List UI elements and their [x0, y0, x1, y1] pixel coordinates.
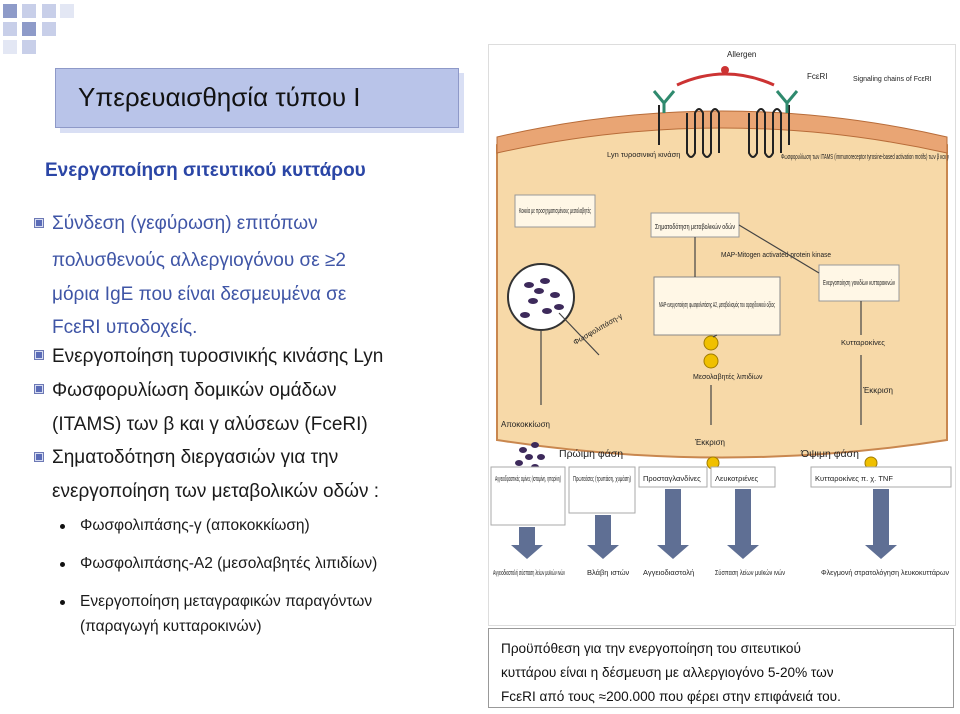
bullet-3-line-1: Φωσφορυλίωση δομικών ομάδων — [52, 380, 337, 401]
receptor-group — [658, 105, 790, 158]
sub-bullet-dot — [60, 524, 65, 529]
label-signal: Σηματοδότηση μεταβολικών οδών — [655, 222, 735, 231]
label-fceri: FcεRI — [807, 72, 827, 81]
sub-bullet-1: Φωσφολιπάσης-γ (αποκοκκίωση) — [80, 517, 310, 534]
sub-bullet-dot — [60, 562, 65, 567]
label-lyn: Lyn τυροσινική κινάση — [607, 150, 680, 159]
signal-box — [650, 212, 740, 238]
lipid-dot — [703, 353, 719, 369]
granules — [520, 278, 564, 318]
label-col1: Αγγειοδραστικές αμίνες (ισταμίνη, ηπαρίν… — [495, 474, 561, 483]
bullet-4-line-2: ενεργοποίηση των μεταβολικών οδών : — [52, 481, 380, 502]
corner-decoration — [3, 4, 74, 54]
label-eff5: Φλεγμονή στρατολόγηση λευκοκυττάρων — [821, 568, 949, 577]
bullet-3-line-2: (ITAMS) των β και γ αλύσεων (FceRI) — [52, 414, 368, 435]
label-release1: Έκκριση — [694, 438, 725, 447]
bullet-1-line-1: Σύνδεση (γεφύρωση) επιτόπων — [52, 213, 318, 234]
label-degran: Αποκοκκίωση — [501, 420, 550, 429]
label-early: Πρώιμη φάση — [559, 448, 623, 460]
label-col4: Λευκοτριένες — [715, 474, 759, 483]
bullet-2-line-1: Ενεργοποίηση τυροσινικής κινάσης Lyn — [52, 346, 384, 367]
slide-subtitle: Ενεργοποίηση σιτευτικού κυττάρου — [45, 160, 366, 181]
label-cytokines: Κυτταροκίνες — [841, 338, 885, 347]
map-box — [653, 276, 781, 336]
bullet-1-line-2: πολυσθενούς αλλεργιογόνου σε ≥2 — [52, 250, 346, 271]
label-granules: Κοκκία με προσχηματισμένους μεσολαβητές — [519, 207, 591, 215]
label-lipids: Μεσολαβητές λιπιδίων — [693, 373, 763, 381]
label-eff2: Βλάβη ιστών — [587, 568, 630, 577]
caption-line-1: Προϋπόθεση για την ενεργοποίηση του σιτε… — [501, 641, 801, 656]
label-allergen: Allergen — [727, 50, 756, 59]
genes-box — [818, 264, 900, 302]
slide-title: Υπερευαισθησία τύπου Ι — [78, 82, 361, 112]
granules-box — [514, 194, 596, 228]
bullet-1-line-3: μόρια IgE που είναι δεσμευμένα σε — [52, 284, 347, 305]
bullet-marker — [34, 384, 44, 394]
label-signaling: Signaling chains of FcεRI — [853, 76, 932, 83]
label-late: Όψιμη φάση — [800, 448, 859, 460]
label-mapbox: MAP-ενεργοποίηση φωσφολιπάσης Α2, μεταβο… — [659, 300, 775, 309]
allergen-complex — [652, 66, 799, 113]
label-map: MAP-Mitogen activated protein kinase — [721, 252, 831, 259]
label-eff1: Αγγειοδιαστολή σύσπαση λείων μυϊκών ινών — [493, 568, 565, 577]
cell-membrane — [496, 110, 948, 154]
bullet-4-line-1: Σηματοδότηση διεργασιών για την — [52, 447, 339, 468]
bullet-marker — [34, 218, 44, 228]
sub-bullet-dot — [60, 600, 65, 605]
label-col3: Προσταγλανδίνες — [643, 474, 701, 483]
bullet-marker — [34, 452, 44, 462]
bullet-1-line-4: FcεRI υποδοχείς. — [52, 317, 198, 338]
lipid-dot — [703, 335, 719, 351]
label-col2: Πρωτεάσες (τρυπάση, χυμάση) — [573, 474, 631, 483]
label-eff4: Σύσπαση λείων μυϊκών ινών — [715, 568, 785, 577]
pathway-arrows — [540, 224, 862, 425]
title-box: Υπερευαισθησία τύπου Ι — [55, 68, 459, 128]
label-itams: Φωσφορυλίωση των ITAMS (immunoreceptor t… — [781, 153, 949, 161]
bullet-marker — [34, 350, 44, 360]
effect-arrows — [511, 489, 897, 559]
label-release2: Έκκριση — [862, 386, 893, 395]
sub-bullet-3: Ενεργοποίηση μεταγραφικών παραγόντων — [80, 593, 373, 610]
sub-bullet-2: Φωσφολιπάσης-Α2 (μεσολαβητές λιπιδίων) — [80, 555, 378, 572]
caption-line-2: κυττάρου είναι η δέσμευση με αλλεργιογόν… — [501, 665, 834, 680]
label-col5: Κυτταροκίνες π. χ. TNF — [815, 474, 893, 483]
diagram-svg: Allergen FcεRI Signaling chains of FcεRI… — [490, 50, 952, 577]
mediator-boxes — [490, 466, 952, 526]
caption-box: Προϋπόθεση για την ενεργοποίηση του σιτε… — [488, 628, 954, 708]
label-genes: Ενεργοποίηση γονιδίων κυτταροκινών — [823, 279, 895, 287]
label-eff3: Αγγειοδιαστολή — [643, 568, 694, 577]
caption-line-3: FcεRI από τους ≈200.000 που φέρει στην ε… — [501, 689, 841, 704]
granule-vesicle — [507, 263, 575, 331]
sub-bullet-3-cont: (παραγωγή κυτταροκινών) — [80, 618, 262, 635]
mast-cell-diagram: Allergen FcεRI Signaling chains of FcεRI… — [488, 44, 956, 626]
